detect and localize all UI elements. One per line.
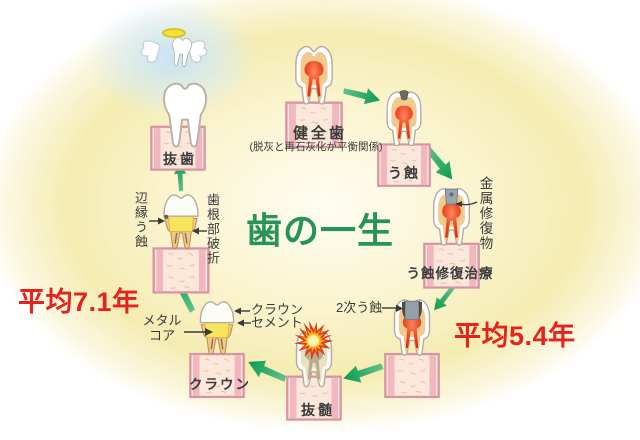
left-wing-icon	[140, 40, 161, 63]
note-healthy-tooth: (脱灰と再石灰化が平衡関係)	[249, 141, 383, 153]
pointer-root-fracture	[192, 227, 207, 235]
callout-metal-core-line2: コア	[148, 327, 175, 343]
right-wing-icon	[187, 40, 208, 63]
pointer-metal-core	[184, 328, 213, 336]
label-caries-restoration-treatment: う蝕修復治療	[406, 266, 494, 281]
annotation-average-5-4-years: 平均5.4年	[454, 321, 576, 351]
callout-root-fracture: 歯根部破折	[204, 193, 220, 266]
pointer-metal-restoration	[455, 201, 478, 207]
arrow-secondary-caries-to-pulpectomy	[338, 357, 388, 388]
label-caries: う蝕	[388, 165, 420, 181]
callout-metal-core-line1: メタル	[142, 313, 182, 328]
pulpectomy-tooth-illustration	[286, 318, 342, 410]
pointer-crown	[234, 307, 250, 315]
label-pulpectomy: 抜髄	[301, 402, 335, 418]
annotation-average-7-1-years: 平均7.1年	[18, 287, 140, 317]
pointer-marginal-caries	[149, 217, 165, 225]
callout-marginal-caries: 辺縁う蝕	[132, 191, 148, 249]
label-healthy-tooth: 健全歯	[292, 125, 347, 142]
label-crown-stage: クラウン	[189, 377, 251, 392]
callout-metal-core: メタル コア	[138, 313, 186, 344]
label-extraction: 抜歯	[163, 151, 197, 167]
pointer-secondary-caries	[382, 304, 403, 312]
halo-icon	[162, 28, 186, 38]
callout-cement: セメント	[251, 315, 303, 330]
restored-tooth-illustration	[423, 183, 480, 270]
angel-tooth-icon	[140, 28, 208, 78]
extraction-tooth-illustration	[150, 70, 206, 160]
diagram-title: 歯の一生	[246, 211, 395, 251]
callout-crown: クラウン	[251, 302, 304, 317]
marginal-caries-spot	[164, 214, 169, 219]
callout-metal-restoration: 金属修復物	[477, 176, 493, 251]
callout-secondary-caries: 2次う蝕	[336, 300, 383, 315]
pointer-cement	[237, 319, 251, 327]
caries-tooth-illustration	[377, 84, 431, 172]
marginal-caries-tooth-illustration	[152, 188, 210, 274]
healthy-tooth-illustration	[285, 40, 343, 130]
